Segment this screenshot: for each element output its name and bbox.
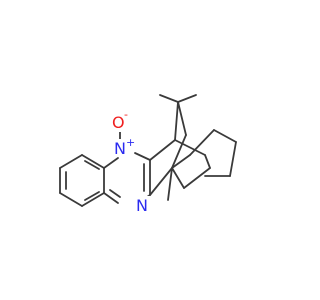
bond (174, 139, 206, 156)
molecule-diagram: N + O - N (59, 94, 237, 215)
bond (81, 154, 105, 169)
bridge-bond (171, 134, 187, 169)
bond (134, 152, 151, 161)
bond (171, 167, 185, 189)
n-bottom-label: N (136, 196, 148, 215)
bond (149, 167, 173, 196)
bond (171, 154, 191, 169)
n-positive-charge: + (126, 136, 135, 149)
bond (59, 192, 83, 207)
bond (189, 129, 215, 156)
methyl-bond (177, 94, 197, 103)
double-bond (84, 160, 100, 170)
bond (103, 192, 119, 204)
structure-svg: N + O - N (59, 94, 237, 215)
n-oxide-label: N (114, 139, 126, 158)
benzene-ring (59, 154, 105, 207)
atom-n-oxide: N + (112, 136, 135, 158)
bond (204, 154, 211, 169)
bridge-bond (174, 101, 179, 141)
bond (213, 129, 237, 143)
methyl-bond (159, 94, 179, 103)
oxygen-label: O (112, 113, 125, 132)
bond (103, 157, 119, 169)
bicyclic-ring (149, 94, 237, 201)
bond (229, 141, 237, 177)
bond (59, 154, 83, 169)
atom-oxygen: O - (110, 108, 130, 132)
bridge-bond (177, 101, 187, 136)
double-bond (109, 189, 121, 198)
methyl-bond (167, 167, 173, 201)
atom-n-bottom: N (134, 196, 150, 215)
o-negative-charge: - (124, 108, 128, 121)
bond (183, 167, 211, 189)
double-bond (84, 191, 100, 201)
bond (81, 192, 105, 207)
bond (149, 139, 176, 161)
